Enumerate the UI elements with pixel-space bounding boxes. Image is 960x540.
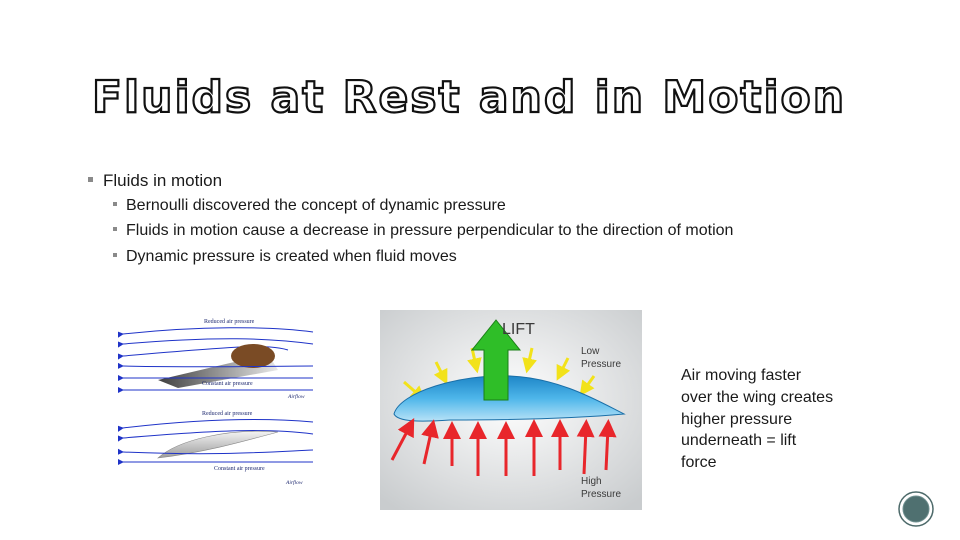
airfoil-shape — [157, 430, 279, 459]
slide-nav-button[interactable] — [897, 490, 935, 528]
caption-line: force — [681, 454, 717, 472]
bullet-marker — [113, 226, 117, 231]
high-pressure-label-line2: Pressure — [581, 489, 621, 500]
low-pressure-label-line1: Low — [581, 346, 600, 357]
reduced-pressure-label-bottom: Reduced air pressure — [202, 411, 253, 417]
reduced-pressure-label-top: Reduced air pressure — [204, 319, 255, 325]
flow-arrow — [115, 361, 314, 370]
wing-flow-diagram: Reduced air pressure Constant air pressu… — [115, 310, 318, 490]
bullet-fluids-in-motion: Fluids in motion — [88, 171, 222, 191]
lift-label: LIFT — [502, 321, 535, 338]
caption-line: underneath = lift — [681, 432, 797, 450]
nav-circle-icon — [898, 491, 934, 527]
high-pressure-arrow — [390, 418, 415, 461]
low-pressure-arrow — [579, 375, 596, 397]
flow-arrow — [115, 447, 314, 456]
wing-airfoil — [393, 375, 626, 422]
flow-arrow — [115, 327, 314, 339]
low-pressure-arrow — [433, 361, 448, 385]
lift-diagram-svg: LIFT Low Pressure High Pressure — [380, 310, 642, 510]
sub-bullet-text: Fluids in motion cause a decrease in pre… — [126, 222, 734, 239]
sub-bullet-bernoulli: Bernoulli discovered the concept of dyna… — [113, 197, 506, 215]
flow-arrow — [115, 430, 314, 443]
low-pressure-arrow — [556, 357, 571, 381]
low-pressure-arrow — [522, 347, 537, 374]
lift-diagram: LIFT Low Pressure High Pressure — [380, 310, 642, 510]
sub-bullet-text: Dynamic pressure is created when fluid m… — [126, 248, 457, 265]
caption-line: higher pressure — [681, 410, 793, 428]
lift-caption: Air moving faster over the wing creates … — [681, 365, 881, 474]
sub-bullet-pressure-decrease: Fluids in motion cause a decrease in pre… — [113, 222, 733, 240]
caption-line: Air moving faster — [681, 367, 802, 384]
airflow-label-bottom: Airflow — [285, 479, 303, 486]
constant-pressure-label-top: Constant air pressure — [202, 381, 253, 387]
caption-line: over the wing creates — [681, 388, 834, 406]
lift-arrow — [470, 319, 522, 401]
wing-flow-svg: Reduced air pressure Constant air pressu… — [115, 319, 314, 486]
airflow-label-top: Airflow — [287, 393, 305, 400]
flow-arrow — [115, 419, 314, 433]
slide-title: Fluids at Rest and in Motion — [91, 71, 847, 124]
low-pressure-arrow — [467, 347, 482, 374]
bullet-marker — [88, 177, 93, 183]
sub-bullet-text: Bernoulli discovered the concept of dyna… — [126, 197, 506, 214]
flow-arrow — [115, 338, 314, 349]
bullet-marker — [113, 201, 117, 206]
bird-wing-shoulder — [231, 344, 275, 368]
high-pressure-label-line1: High — [581, 476, 602, 487]
low-pressure-label-line2: Pressure — [581, 359, 621, 370]
high-pressure-arrow — [576, 419, 595, 475]
high-pressure-arrow — [598, 419, 617, 471]
bullet-text: Fluids in motion — [103, 171, 223, 190]
bullet-marker — [113, 252, 117, 257]
sub-bullet-dynamic-pressure: Dynamic pressure is created when fluid m… — [113, 248, 457, 266]
high-pressure-arrow — [421, 419, 439, 465]
constant-pressure-label-bottom: Constant air pressure — [214, 466, 265, 472]
